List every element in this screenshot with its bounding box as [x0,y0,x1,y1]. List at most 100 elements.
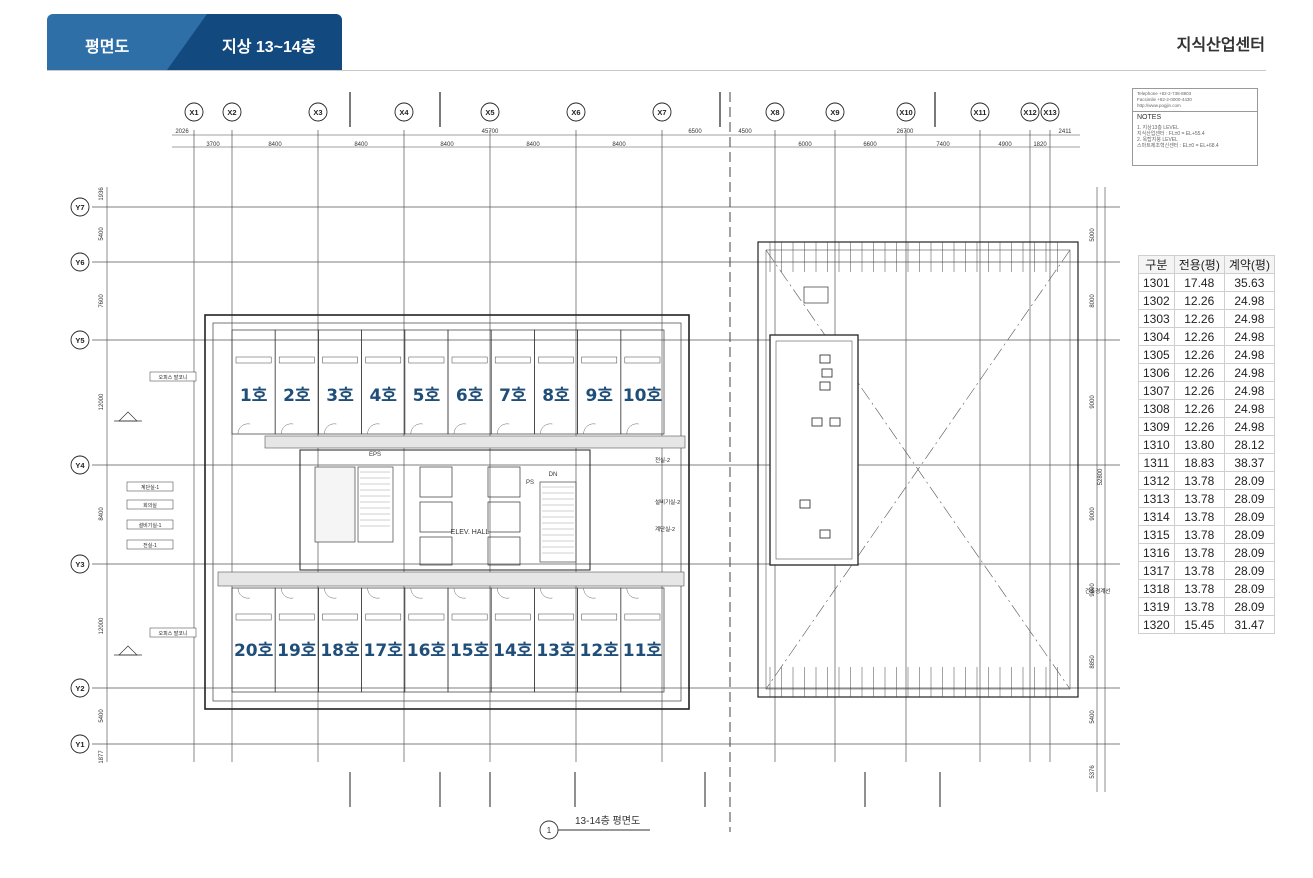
grid-bubble-y-label: Y6 [75,258,84,267]
contract-area-cell: 24.98 [1223,291,1275,310]
room-tag-box [408,613,445,621]
door-swing [496,587,510,599]
unit-label-top: 1호 [240,386,268,406]
door-swing [324,423,337,435]
contract-area-cell: 24.98 [1223,345,1275,364]
grid-bubble-y-label: Y3 [75,560,84,569]
rooftop-equipment [821,368,833,378]
dim-top-segment: 4900 [998,142,1012,148]
elevator-4 [487,466,521,498]
eps-label: EPS [369,452,381,458]
unit-label-bottom: 20호 [234,641,274,661]
section-marker [118,411,138,422]
exclusive-area-cell: 13.78 [1173,489,1225,508]
room-tag-box [494,356,531,364]
corridor-strip-bottom [217,571,685,587]
unit-cell: 1301 [1138,273,1175,292]
exclusive-area-cell: 12.26 [1173,399,1225,418]
rooftop-equipment [799,499,811,509]
side-tag-left: 설비기실-1 [139,522,162,529]
plan-title-block: 1 13-14층 평면도 [539,815,650,840]
exclusive-area-cell: 12.26 [1173,327,1225,346]
unit-bottom-room [318,587,362,693]
col-contract-area: 계약(평) [1223,255,1275,274]
tab-floor-plan[interactable]: 평면도 [47,14,207,70]
grid-bubble-x [970,102,990,122]
grid-bubble-x [566,102,586,122]
restroom-left [314,466,356,543]
grid-bubble-x-label: X12 [1023,108,1036,117]
section-marker [118,645,138,656]
door-swing [540,587,553,599]
grid-bubble-x-label: X3 [313,108,322,117]
grid-bubble-y-label: Y1 [75,740,84,749]
elevator-1 [419,466,453,498]
dim-left: 5400 [99,227,105,241]
contract-area-cell: 28.09 [1223,507,1275,526]
dim-top-segment: 8400 [612,142,626,148]
side-tag-left: 계단실-1 [141,484,159,491]
contract-area-cell: 28.12 [1223,435,1275,454]
unit-cell: 1316 [1138,543,1175,562]
grid-bubble-x [308,102,328,122]
unit-cell: 1314 [1138,507,1175,526]
contract-area-cell: 24.98 [1223,327,1275,346]
core-outline [299,449,591,571]
notes-item: 2. 옥탑지붕 LEVEL [1137,137,1178,143]
unit-label-top: 10호 [623,386,663,406]
grid-bubble-x-label: X4 [399,108,409,117]
unit-bottom-room [620,587,665,693]
dim-top-segment: 8400 [354,142,368,148]
col-exclusive-area: 전용(평) [1173,255,1225,274]
notes-title: NOTES [1133,111,1257,123]
grid-lines [92,92,1120,832]
door-swing [280,423,294,435]
dim-top-segment: 7400 [936,142,950,148]
unit-bottom-room [490,587,535,693]
room-tag-box [538,356,574,364]
stair-right [539,481,577,563]
door-swing [453,587,467,599]
dim-right: 5400 [1090,710,1096,724]
contract-area-cell: 28.09 [1223,471,1275,490]
unit-top-room [620,329,665,435]
grid-bubble-x-label: X2 [227,108,236,117]
unit-cell: 1320 [1138,615,1175,634]
rooftop-equipment [819,529,831,539]
dim-top-overall: 4500 [738,129,752,135]
unit-bottom-room [231,587,276,693]
dim-top-segment: 1820 [1033,142,1047,148]
grid-bubble-x-label: X11 [974,108,987,117]
dim-right: 8850 [1090,655,1096,669]
unit-cell: 1305 [1138,345,1175,364]
unit-bottom-room [361,587,406,693]
roof-hatch [803,286,829,304]
rooftop-equipment [829,417,841,427]
dim-left: 1936 [99,187,105,201]
dim-top-overall: 6500 [688,129,702,135]
rooftop-structure-inner [775,340,853,560]
unit-top-room [404,329,449,435]
unit-cell: 1304 [1138,327,1175,346]
building-outer-wall [204,314,690,710]
dim-top-segment: 6000 [798,142,812,148]
side-tag-left-box [126,481,174,492]
unit-cell: 1312 [1138,471,1175,490]
contract-area-cell: 28.09 [1223,543,1275,562]
room-tag-box [278,613,315,621]
room-tag-box [494,613,531,621]
contract-area-cell: 35.63 [1223,273,1275,292]
unit-label-top: 3호 [326,386,354,406]
room-tag-box [451,613,488,621]
dim-right: 5000 [1090,228,1096,242]
